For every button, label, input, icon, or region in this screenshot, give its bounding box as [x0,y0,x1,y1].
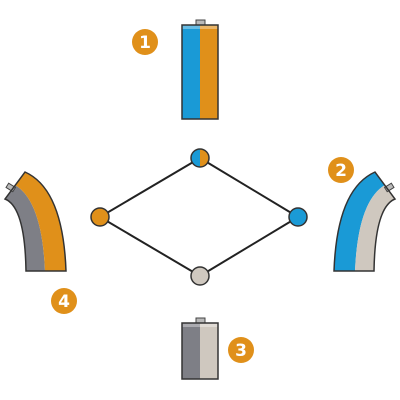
piece-4-outer-band [5,185,45,271]
piece-2-cap [383,182,395,193]
piece-2 [333,171,397,272]
node-top-left-half [191,149,200,167]
node-bottom [190,266,210,286]
badge-3: 3 [228,337,254,363]
node-bottom-left-half [191,267,200,285]
piece-3-top-highlight [182,323,218,327]
node-bottom-outline [190,266,210,286]
piece-3 [181,317,219,380]
piece-1-left-strip [182,25,200,119]
piece-4-inner-band [15,172,66,271]
badge-1: 1 [132,29,158,55]
badge-4-number: 4 [58,292,70,312]
piece-3-right-strip [200,323,218,379]
node-right-left-half [289,208,298,226]
badge-2: 2 [328,157,354,183]
node-right-right-half [298,208,307,226]
piece-1-outline [181,24,219,120]
badge-4-circle [51,288,77,314]
edge-top-right [199,157,299,218]
node-top [190,148,210,168]
node-bottom-right-half [200,267,209,285]
edge-bottom-left [99,216,201,277]
edge-right-bottom [199,216,299,277]
badge-3-circle [228,337,254,363]
node-left-right-half [100,208,109,226]
piece-4-outline [3,171,67,272]
badge-1-number: 1 [139,33,151,53]
node-left [90,207,110,227]
badge-2-number: 2 [335,161,347,181]
node-top-right-half [200,149,209,167]
badge-4: 4 [51,288,77,314]
edge-left-top [99,157,201,218]
piece-2-outer-band [334,172,385,271]
badge-3-number: 3 [235,341,247,361]
node-top-outline [190,148,210,168]
piece-1-top-highlight [182,25,218,29]
piece-4 [3,171,67,272]
node-left-left-half [91,208,100,226]
node-left-outline [90,207,110,227]
badge-2-circle [328,157,354,183]
piece-3-outline [181,322,219,380]
badge-1-circle [132,29,158,55]
piece-4-cap [5,182,17,193]
piece-1-right-strip [200,25,218,119]
node-right-outline [288,207,308,227]
piece-2-inner-band [355,185,395,271]
piece-2-outline [333,171,397,272]
graph-edges [99,157,299,277]
node-right [288,207,308,227]
piece-3-left-strip [182,323,200,379]
piece-1 [181,19,219,120]
